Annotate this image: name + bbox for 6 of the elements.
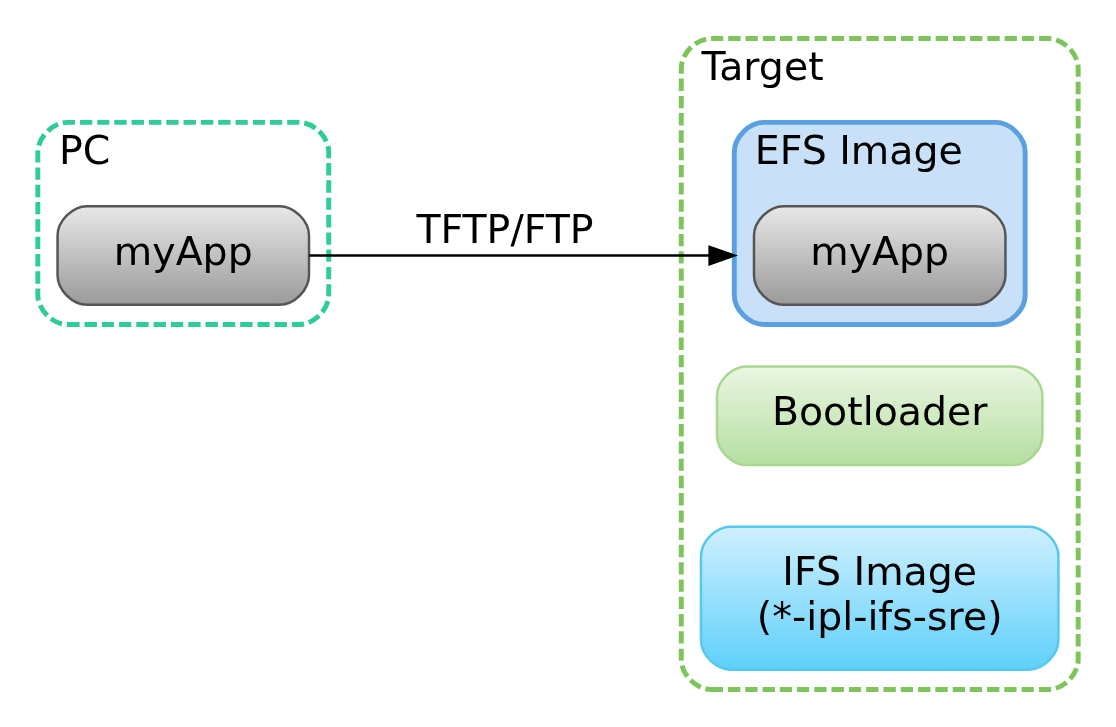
node-box: IFS Image (*-ipl-ifs-sre) — [699, 524, 1060, 671]
node-box: myApp — [752, 204, 1007, 306]
node-box: myApp — [56, 204, 311, 306]
arrow — [309, 244, 738, 266]
edge-label: TFTP/FTP — [416, 205, 594, 252]
node-box: Bootloader — [715, 364, 1044, 466]
